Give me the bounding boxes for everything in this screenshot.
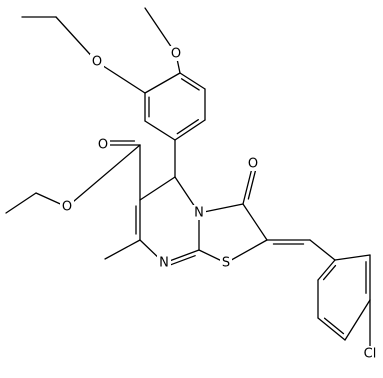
atom-label-o-carbonyl-ester: O: [98, 138, 108, 153]
bond-b1-b2: [334, 254, 371, 261]
bond-a3-a4: [174, 119, 206, 141]
bond-b4-b5: [317, 317, 346, 341]
atom-label-n-imine: N: [159, 256, 169, 271]
atom-label-o-ester: O: [62, 200, 72, 215]
bond-a3-a4-double: [176, 119, 199, 135]
atom-label-o-ketone: O: [248, 157, 258, 172]
bond-b3-b4: [344, 299, 371, 341]
bond-b6-b1-double: [322, 264, 337, 281]
bond-a1-a2: [179, 72, 206, 90]
bond-b4-b5-double: [323, 317, 345, 335]
bond-c5-c6: [139, 176, 176, 201]
atom-label-o-methoxy: O: [171, 47, 181, 62]
bond-ch-b1: [309, 239, 336, 261]
bond-cest-oest: [66, 144, 141, 208]
bond-c3-c2: [242, 203, 268, 241]
atom-o-ethoxy: O: [90, 54, 104, 70]
atom-o-methoxy: O: [169, 46, 183, 62]
bond-c3-o3-double: [247, 170, 257, 200]
bond-oet-a6: [96, 61, 146, 94]
bond-a6-a1: [144, 72, 181, 94]
bond-c2-s1: [225, 239, 268, 264]
atom-n-imine: N: [157, 255, 171, 271]
atom-label-cl: Cl: [364, 347, 377, 362]
bond-eth1-eth2: [5, 192, 37, 214]
atom-o-ketone: O: [246, 156, 260, 172]
atom-label-o-ethoxy: O: [92, 55, 102, 70]
bond-a1-a2-double: [180, 78, 200, 91]
bond-a4-a5: [144, 120, 176, 141]
bond-n8-c8a-double: [169, 255, 196, 266]
bond-c7-me7: [104, 239, 141, 260]
bond-b6-b1: [317, 259, 336, 281]
atom-cl: Cl: [360, 346, 381, 362]
atom-n-ring: N: [192, 205, 206, 221]
atom-label-layer: O O O O O N N: [60, 46, 381, 362]
atom-s-ring: S: [220, 255, 232, 271]
atom-o-ester: O: [60, 199, 74, 215]
bond-n4-c3: [198, 203, 244, 214]
atom-label-s-ring: S: [222, 256, 230, 271]
atom-label-n-ring: N: [194, 206, 204, 221]
atom-o-carbonyl-ester: O: [96, 137, 110, 153]
bond-layer: [5, 7, 371, 355]
